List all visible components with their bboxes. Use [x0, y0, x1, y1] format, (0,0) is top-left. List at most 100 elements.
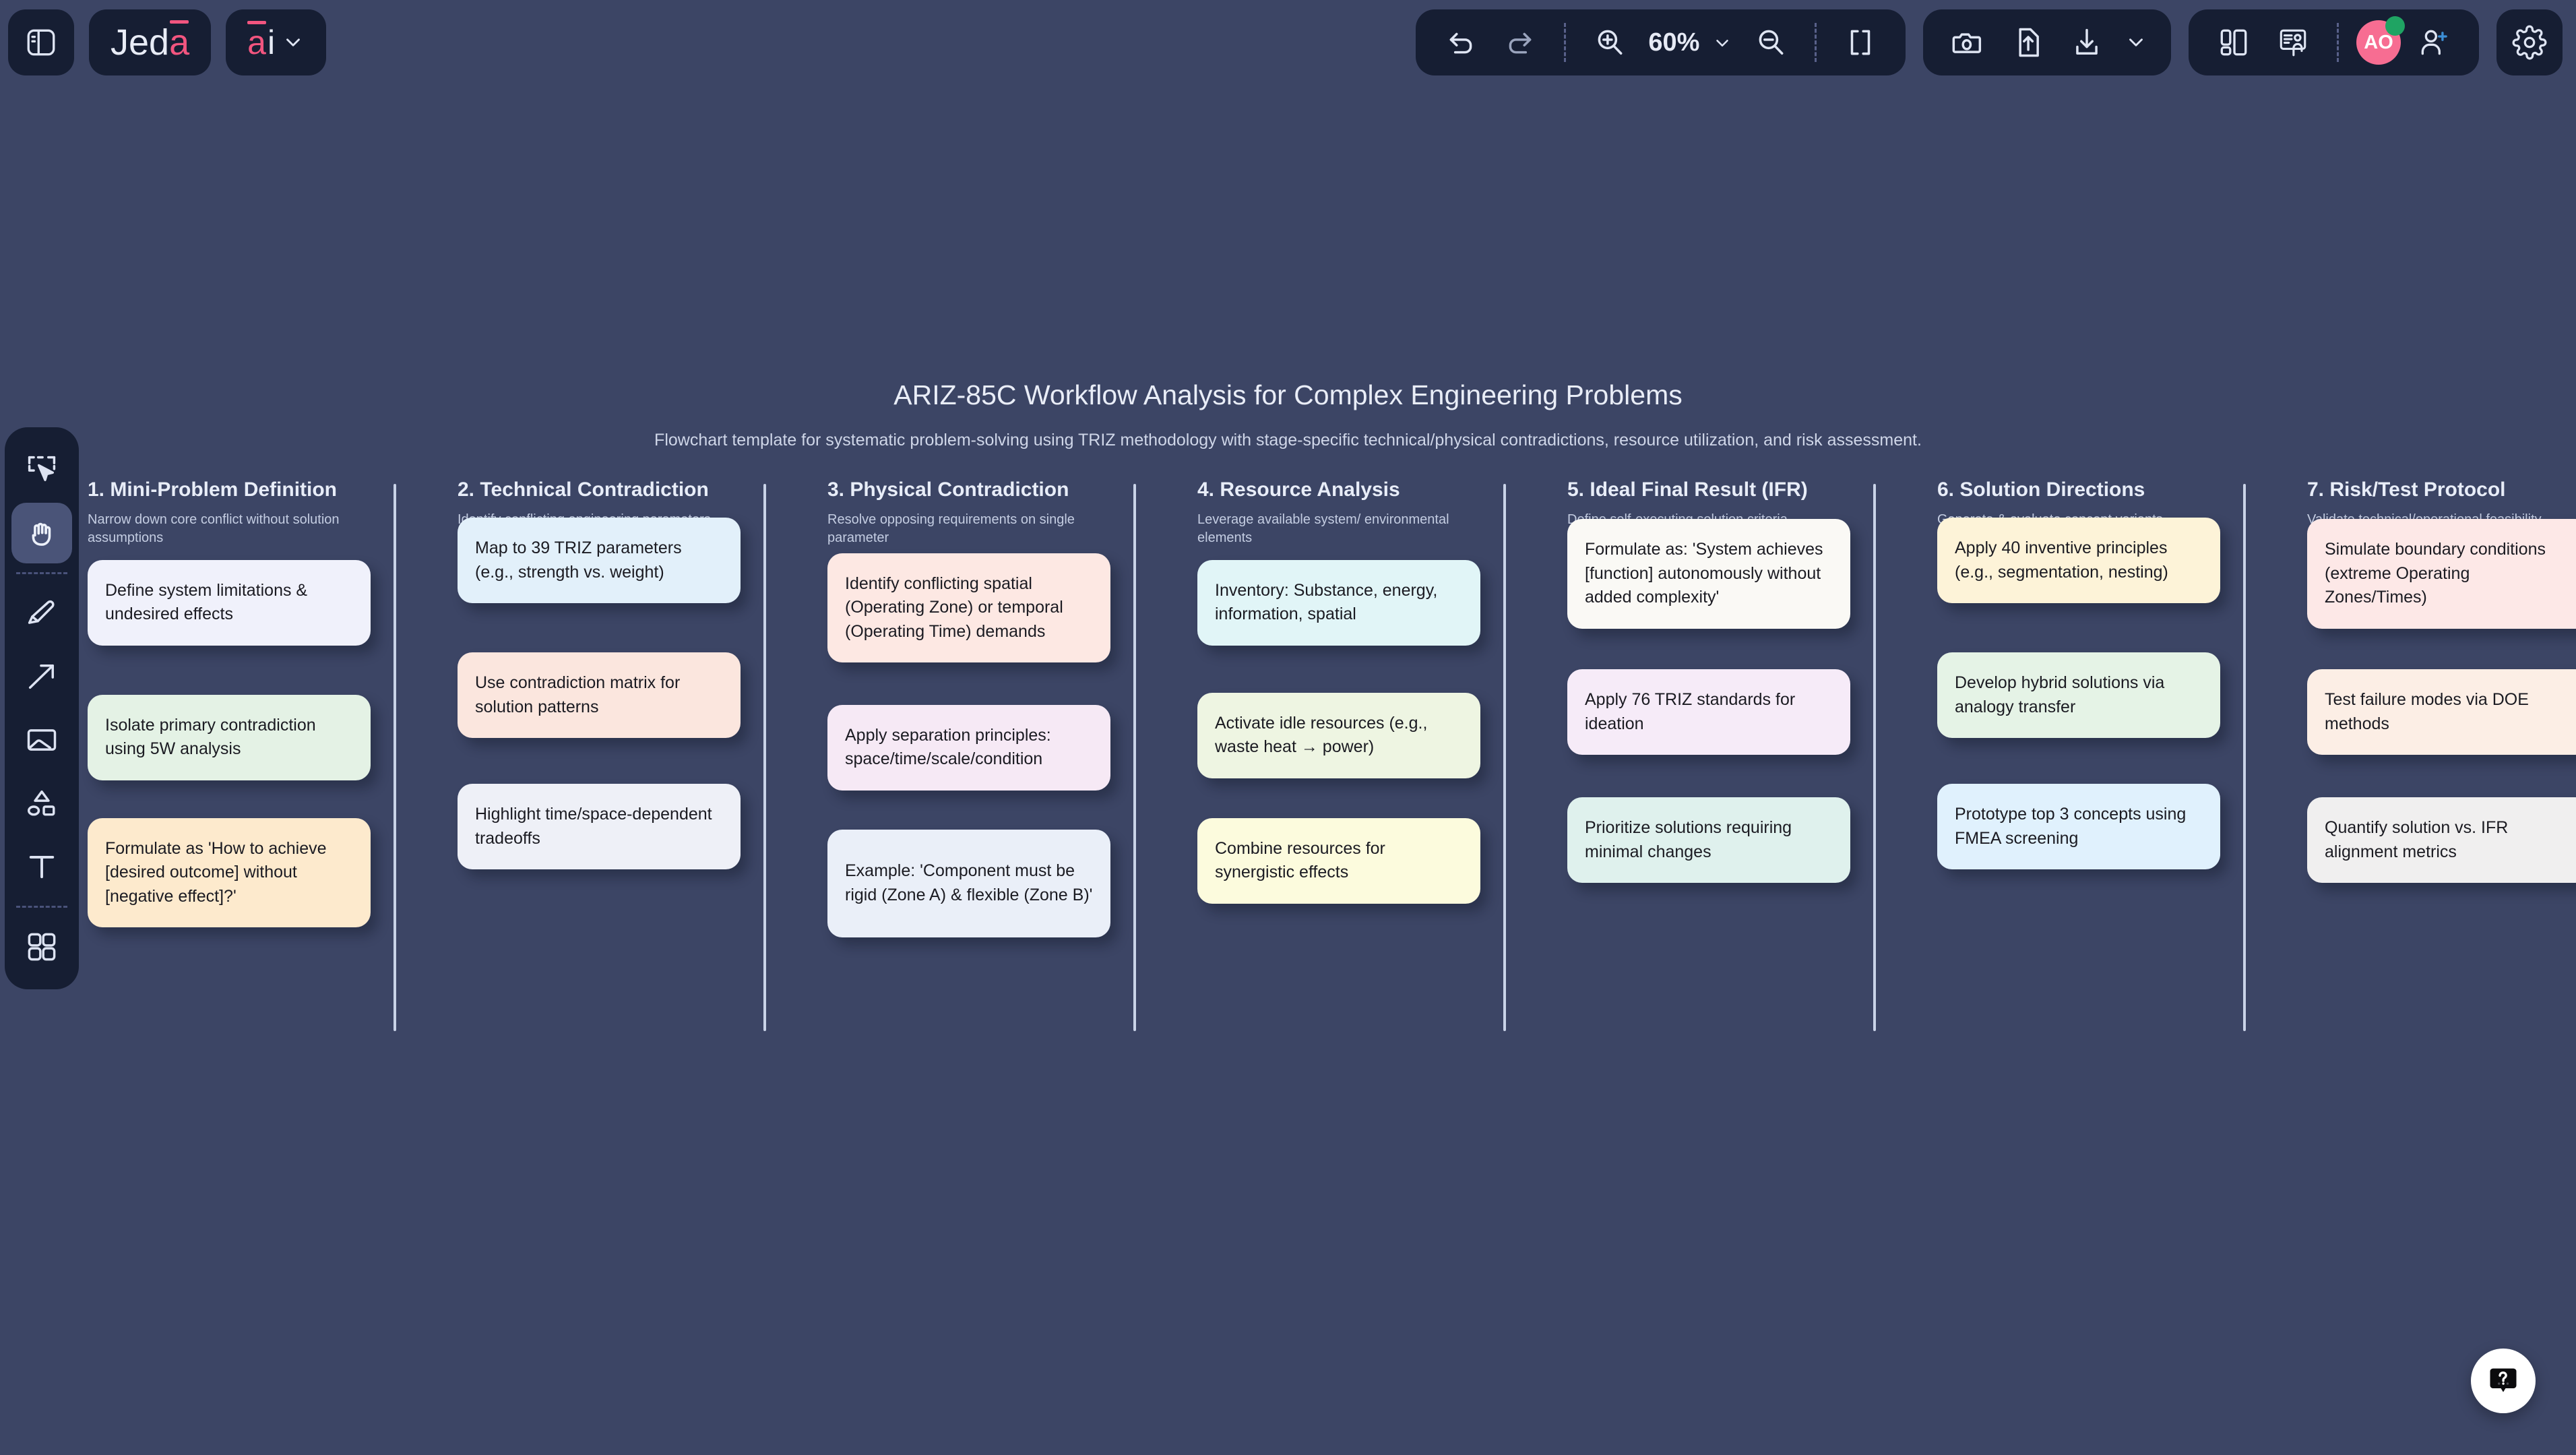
sidebar-item-hand-tool[interactable]	[11, 503, 72, 563]
arrow-icon	[28, 664, 54, 689]
text-icon	[29, 855, 55, 879]
panel-toggle-icon	[27, 29, 55, 56]
board-card[interactable]: Combine resources for synergistic effect…	[1197, 817, 1480, 904]
board-card-text: Define system limitations & undesired ef…	[105, 580, 308, 624]
column-subtitle: Resolve opposing requirements on single …	[827, 512, 1075, 546]
board-card[interactable]: Map to 39 TRIZ parameters (e.g., strengt…	[458, 518, 741, 604]
templates-grid-icon	[28, 933, 56, 961]
board-card[interactable]: Apply separation principles: space/time/…	[827, 704, 1110, 791]
board-subtitle: Flowchart template for systematic proble…	[654, 431, 1922, 450]
fit-screen-icon	[1850, 30, 1871, 55]
download-icon	[2076, 28, 2098, 55]
fit-screen-button[interactable]	[1834, 16, 1887, 69]
column-cards: Identify conflicting spatial (Operating …	[827, 553, 1197, 1032]
chevron-down-icon	[1716, 40, 1728, 47]
zoom-level-dropdown[interactable]: 60%	[1643, 28, 1738, 57]
capture-group	[1923, 9, 2171, 75]
board-card-text: Develop hybrid solutions via analogy tra…	[1955, 673, 2165, 716]
brand-button[interactable]: JedaJeda	[89, 9, 212, 75]
board-card-text: Combine resources for synergistic effect…	[1215, 838, 1385, 882]
column-title: 7. Risk/Test Protocol	[2307, 478, 2506, 501]
image-icon	[27, 729, 57, 751]
column-title: 3. Physical Contradiction	[827, 478, 1069, 501]
presenter-icon	[2280, 29, 2306, 57]
board-card[interactable]: Prototype top 3 concepts using FMEA scre…	[1937, 784, 2220, 870]
column-title: 4. Resource Analysis	[1197, 478, 1400, 501]
presentation-button[interactable]	[2267, 16, 2319, 69]
collaboration-group: AO	[2189, 9, 2479, 75]
board-card-text: Activate idle resources (e.g., waste hea…	[1215, 713, 1428, 757]
snapshot-button[interactable]	[1942, 16, 1994, 69]
column-cards: Apply 40 inventive principles (e.g., seg…	[1937, 518, 2307, 1013]
add-user-button[interactable]	[2408, 16, 2460, 69]
board-card[interactable]: Develop hybrid solutions via analogy tra…	[1937, 652, 2220, 739]
download-button[interactable]	[2061, 16, 2113, 69]
board-card[interactable]: Apply 40 inventive principles (e.g., seg…	[1937, 518, 2220, 604]
column-cards: Simulate boundary conditions (extreme Op…	[2307, 519, 2576, 1013]
brand-text-prefix: Jed	[111, 22, 170, 63]
board-card[interactable]: Apply 76 TRIZ standards for ideation	[1567, 669, 1850, 755]
redo-button[interactable]	[1494, 16, 1546, 69]
board-column: 2. Technical ContradictionIdentify confl…	[458, 478, 827, 1032]
board-card-text: Inventory: Substance, energy, informatio…	[1215, 580, 1438, 624]
board-card-text: Highlight time/space-dependent tradeoffs	[475, 805, 712, 848]
chevron-down-icon	[2129, 38, 2143, 47]
sidebar-item-arrow-tool[interactable]	[11, 646, 72, 707]
sidebar-item-pen-tool[interactable]	[11, 583, 72, 644]
column-subtitle: Leverage available system/ environmental…	[1197, 512, 1449, 546]
board-card[interactable]: Prioritize solutions requiring minimal c…	[1567, 797, 1850, 884]
board-card[interactable]: Inventory: Substance, energy, informatio…	[1197, 559, 1480, 646]
undo-button[interactable]	[1435, 16, 1487, 69]
avatar[interactable]: AO	[2356, 16, 2405, 65]
download-options-button[interactable]	[2120, 16, 2152, 69]
settings-button[interactable]	[2496, 9, 2563, 75]
board-card[interactable]: Formulate as 'How to achieve [desired ou…	[88, 817, 371, 928]
board-card[interactable]: Use contradiction matrix for solution pa…	[458, 652, 741, 739]
board-card[interactable]: Test failure modes via DOE methods	[2307, 669, 2576, 755]
board-card[interactable]: Example: 'Component must be rigid (Zone …	[827, 829, 1110, 937]
board-card[interactable]: Simulate boundary conditions (extreme Op…	[2307, 519, 2576, 629]
pen-icon	[28, 600, 55, 624]
zoom-in-button[interactable]	[1583, 16, 1636, 69]
board-card[interactable]: Identify conflicting spatial (Operating …	[827, 553, 1110, 663]
board-card-text: Isolate primary contradiction using 5W a…	[105, 715, 316, 759]
board-card-text: Apply separation principles: space/time/…	[845, 725, 1051, 769]
redo-icon	[1509, 32, 1532, 54]
left-tool-rail	[5, 427, 79, 989]
board-card-text: Apply 76 TRIZ standards for ideation	[1585, 690, 1796, 733]
board-card-text: Formulate as 'How to achieve [desired ou…	[105, 838, 327, 906]
board-card[interactable]: Isolate primary contradiction using 5W a…	[88, 694, 371, 780]
avatar-initials: AO	[2364, 31, 2393, 53]
sidebar-item-templates-tool[interactable]	[11, 917, 72, 977]
sidebar-item-select-tool[interactable]	[11, 439, 72, 500]
column-divider	[2243, 484, 2246, 1031]
sidebar-item-text-tool[interactable]	[11, 836, 72, 897]
top-toolbar: JedaJeda ai	[0, 0, 2576, 91]
sidebar-item-image-tool[interactable]	[11, 710, 72, 770]
zoom-out-button[interactable]	[1745, 16, 1797, 69]
upload-button[interactable]	[2001, 16, 2054, 69]
file-upload-icon	[2019, 28, 2039, 57]
board-card[interactable]: Highlight time/space-dependent tradeoffs	[458, 784, 741, 870]
toolbar-divider	[1815, 23, 1817, 62]
board-card[interactable]: Quantify solution vs. IFR alignment metr…	[2307, 797, 2576, 884]
column-cards: Define system limitations & undesired ef…	[88, 559, 458, 1032]
column-subtitle: Narrow down core conflict without soluti…	[88, 512, 340, 546]
column-divider	[1133, 484, 1136, 1031]
zoom-in-icon	[1598, 30, 1623, 55]
sidebar-toggle-button[interactable]	[8, 9, 74, 75]
board-column: 5. Ideal Final Result (IFR)Define self-e…	[1567, 478, 1937, 1032]
undo-icon	[1450, 32, 1472, 54]
help-button[interactable]	[2471, 1349, 2536, 1413]
layout-panels-button[interactable]	[2207, 16, 2260, 69]
board-card[interactable]: Define system limitations & undesired ef…	[88, 559, 371, 646]
board-card[interactable]: Formulate as: 'System achieves [function…	[1567, 519, 1850, 629]
gear-icon	[2512, 25, 2547, 60]
board-card-text: Prototype top 3 concepts using FMEA scre…	[1955, 805, 2187, 848]
sidebar-item-shapes-tool[interactable]	[11, 773, 72, 834]
board-card[interactable]: Activate idle resources (e.g., waste hea…	[1197, 692, 1480, 778]
